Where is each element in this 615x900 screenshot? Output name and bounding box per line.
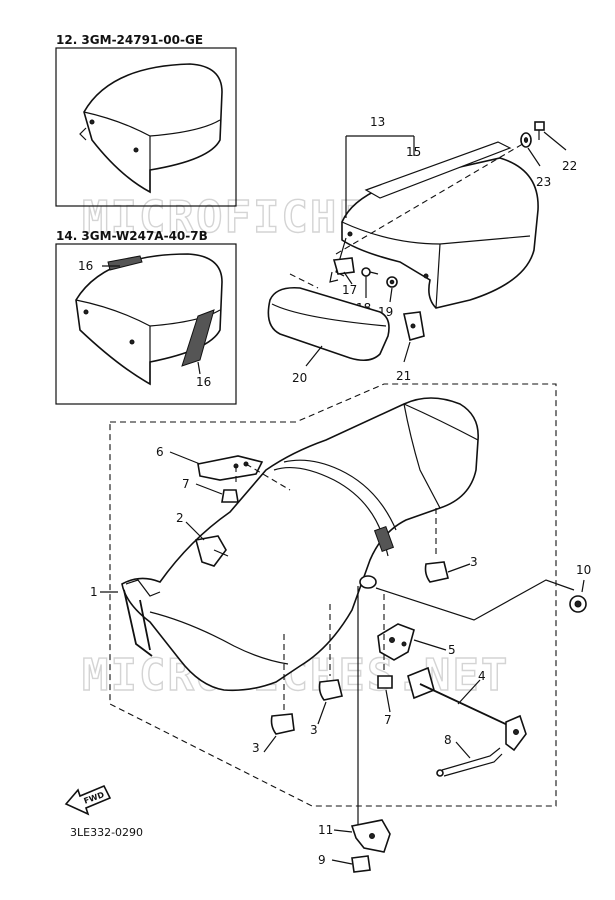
callout-16-bottom: 16: [196, 375, 211, 389]
callout-6: 6: [156, 445, 164, 459]
bracket-21: [403, 311, 425, 342]
forward-arrow: FWD: [64, 784, 112, 816]
callout-16-top: 16: [78, 259, 93, 273]
seat-assembly-boundary: [109, 383, 557, 807]
variant-14-seat-cowl: [75, 253, 223, 386]
variant-14-box: [55, 243, 237, 405]
bracket-17: [329, 257, 355, 283]
variant-14-heading: 14. 3GM-W247A-40-7B: [56, 229, 208, 243]
callout-20: 20: [292, 371, 307, 385]
callout-3-right: 3: [470, 555, 478, 569]
callout-17: 17: [342, 283, 357, 297]
pad-axis-line: [289, 273, 319, 289]
callout-13-bracket: [345, 135, 415, 218]
callout-23: 23: [536, 175, 551, 189]
nut-9: [351, 855, 371, 873]
variant-12-heading: 12. 3GM-24791-00-GE: [56, 33, 203, 47]
bolt-10: [569, 595, 587, 613]
hinge-axis-line: [235, 463, 291, 491]
seat-bracket-2: [194, 535, 229, 567]
lock-bracket-5: [377, 623, 415, 661]
callout-3-center: 3: [310, 723, 318, 737]
callout-7-top: 7: [182, 477, 190, 491]
nut-7-top: [221, 489, 239, 503]
callout-9: 9: [318, 853, 326, 867]
callout-7-bottom: 7: [384, 713, 392, 727]
variant-12-seat-cowl: [79, 63, 223, 194]
callout-11: 11: [318, 823, 333, 837]
damper-3-center: [318, 604, 343, 701]
callout-4-label: 4: [478, 669, 486, 683]
washer-19: [386, 276, 398, 288]
latch-11: [350, 819, 391, 853]
callout-10: 10: [576, 563, 591, 577]
washer-23: [520, 132, 532, 148]
cable-8: [436, 747, 503, 777]
bolt-22: [534, 121, 545, 140]
callout-8: 8: [444, 733, 452, 747]
callout-10-leader: [375, 579, 575, 621]
damper-3-left: [270, 634, 295, 735]
callout-13: 13: [370, 115, 385, 129]
hinge-bracket-6: [197, 455, 264, 481]
callout-3-left: 3: [252, 741, 260, 755]
callout-15: 15: [406, 145, 421, 159]
callout-2: 2: [176, 511, 184, 525]
screw-18: [361, 267, 379, 277]
grab-pad-20: [267, 286, 390, 362]
damper-3-right: [424, 508, 449, 583]
bolt-axis-line: [335, 141, 527, 255]
callout-22: 22: [562, 159, 577, 173]
seat-cowl-decal: [364, 141, 512, 199]
variant-12-box: [55, 47, 237, 207]
nut-7-bottom: [377, 594, 393, 689]
drawing-code: 3LE332-0290: [70, 826, 143, 839]
lock-rod-4: [407, 666, 527, 752]
callout-5: 5: [448, 643, 456, 657]
callout-21: 21: [396, 369, 411, 383]
callout-1: 1: [90, 585, 98, 599]
main-seat: [121, 397, 479, 692]
